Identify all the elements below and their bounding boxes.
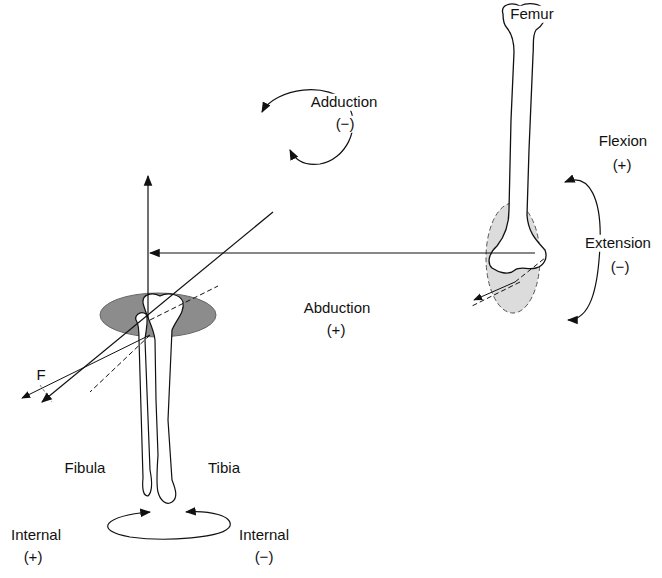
rotation-label: Extension (583, 235, 653, 252)
rotation-label: Internal (9, 527, 63, 544)
sign-label: (+) (325, 322, 348, 339)
femur-bone (489, 4, 546, 273)
rotation-label: Abduction (302, 300, 373, 317)
tibia-bone (143, 294, 183, 503)
sign-label: (+) (22, 549, 45, 566)
rotation-label: Flexion (597, 133, 649, 150)
bone-name: Femur (508, 6, 555, 23)
adduction-axis (42, 212, 273, 402)
sign-label: (−) (334, 116, 357, 133)
rotation-label: Internal (237, 527, 291, 544)
femur-axis (474, 282, 515, 300)
femur-axis-dashed (515, 258, 545, 282)
bone-name: Tibia (206, 460, 242, 477)
bone-name: Fibula (63, 460, 108, 477)
tibia-axis-dashed (90, 335, 150, 392)
tibia-axis-dashed (150, 286, 218, 320)
internal-rotation-arrow (108, 512, 231, 539)
sign-label: (−) (253, 549, 276, 566)
sign-label: (+) (611, 157, 634, 174)
force-label: F (34, 367, 47, 384)
flexion-axis (150, 252, 535, 253)
fibula-bone (136, 313, 152, 496)
sign-label: (−) (609, 259, 632, 276)
rotation-axis (147, 176, 148, 318)
femur-axis-dashed (472, 282, 520, 306)
rotation-label: Adduction (309, 94, 380, 111)
